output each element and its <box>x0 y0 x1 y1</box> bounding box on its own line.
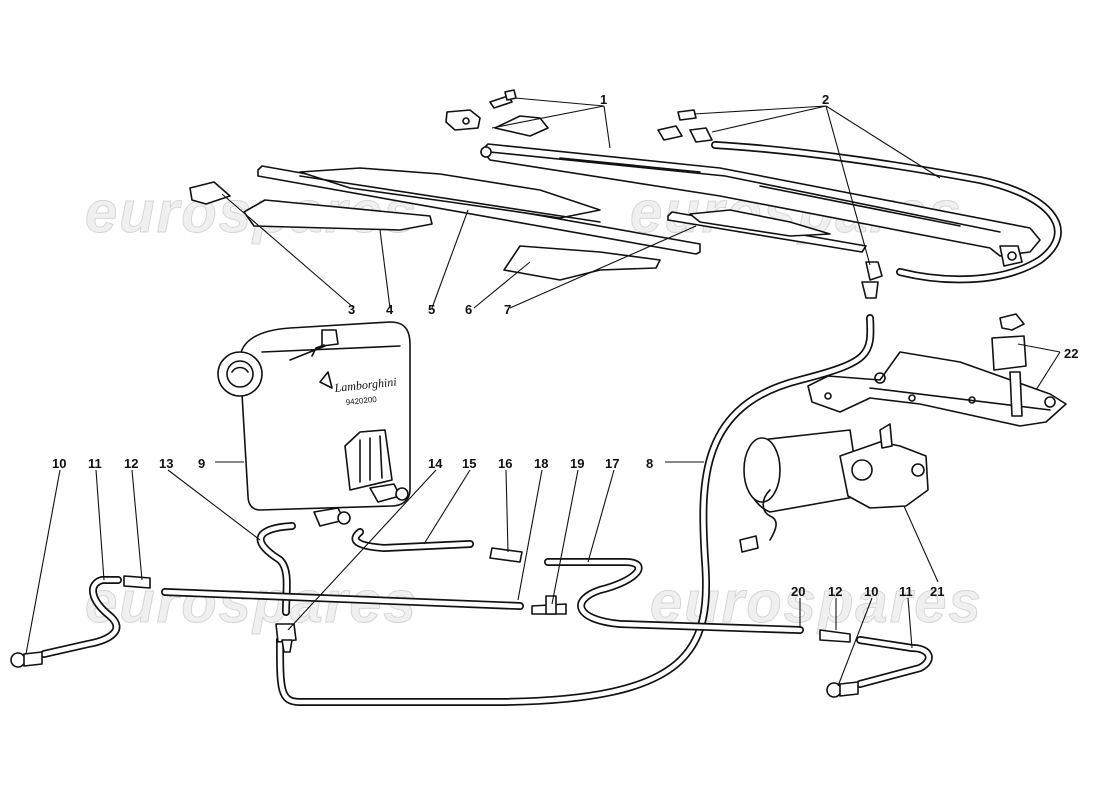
washer-hoses <box>40 314 933 706</box>
callout-14: 14 <box>428 456 443 471</box>
callout-2: 2 <box>822 92 829 107</box>
wiper-arm-hardware <box>445 89 549 137</box>
blade-rubber-center <box>503 245 661 281</box>
wiper-motor <box>739 423 929 553</box>
reservoir-brand-label: Lamborghini <box>333 375 397 396</box>
callout-11-right: 11 <box>899 584 913 599</box>
callout-12-left: 12 <box>124 456 138 471</box>
callout-11-left: 11 <box>88 456 102 471</box>
callout-8: 8 <box>646 456 653 471</box>
blade-end-cap <box>189 181 231 205</box>
callout-13: 13 <box>159 456 173 471</box>
leader-lines <box>25 97 1061 687</box>
callout-5: 5 <box>428 302 435 317</box>
callout-numbers: 1 2 3 4 5 6 7 22 8 9 10 11 12 13 14 15 1… <box>52 92 1078 599</box>
callout-21: 21 <box>930 584 944 599</box>
callout-17: 17 <box>605 456 619 471</box>
callout-1: 1 <box>600 92 607 107</box>
callout-16: 16 <box>498 456 512 471</box>
reservoir-part-number: 9420200 <box>345 395 377 407</box>
washer-reservoir: Lamborghini 9420200 <box>217 321 411 527</box>
callout-19: 19 <box>570 456 584 471</box>
callout-4: 4 <box>386 302 394 317</box>
callout-6: 6 <box>465 302 472 317</box>
callout-22: 22 <box>1064 346 1078 361</box>
wiper-arm-right <box>480 143 1041 267</box>
callout-10-left: 10 <box>52 456 66 471</box>
callout-3: 3 <box>348 302 355 317</box>
wiper-linkage-bracket <box>807 313 1067 427</box>
callout-18: 18 <box>534 456 548 471</box>
callout-7: 7 <box>504 302 511 317</box>
callout-15: 15 <box>462 456 476 471</box>
blade-rubber-left <box>243 199 433 231</box>
callout-10-right: 10 <box>864 584 878 599</box>
callout-12-right: 12 <box>828 584 842 599</box>
wiper-blade-main <box>257 165 701 255</box>
wiper-jets <box>657 109 1062 299</box>
wiper-blade-secondary <box>667 209 867 253</box>
callout-9: 9 <box>198 456 205 471</box>
callout-20: 20 <box>791 584 805 599</box>
